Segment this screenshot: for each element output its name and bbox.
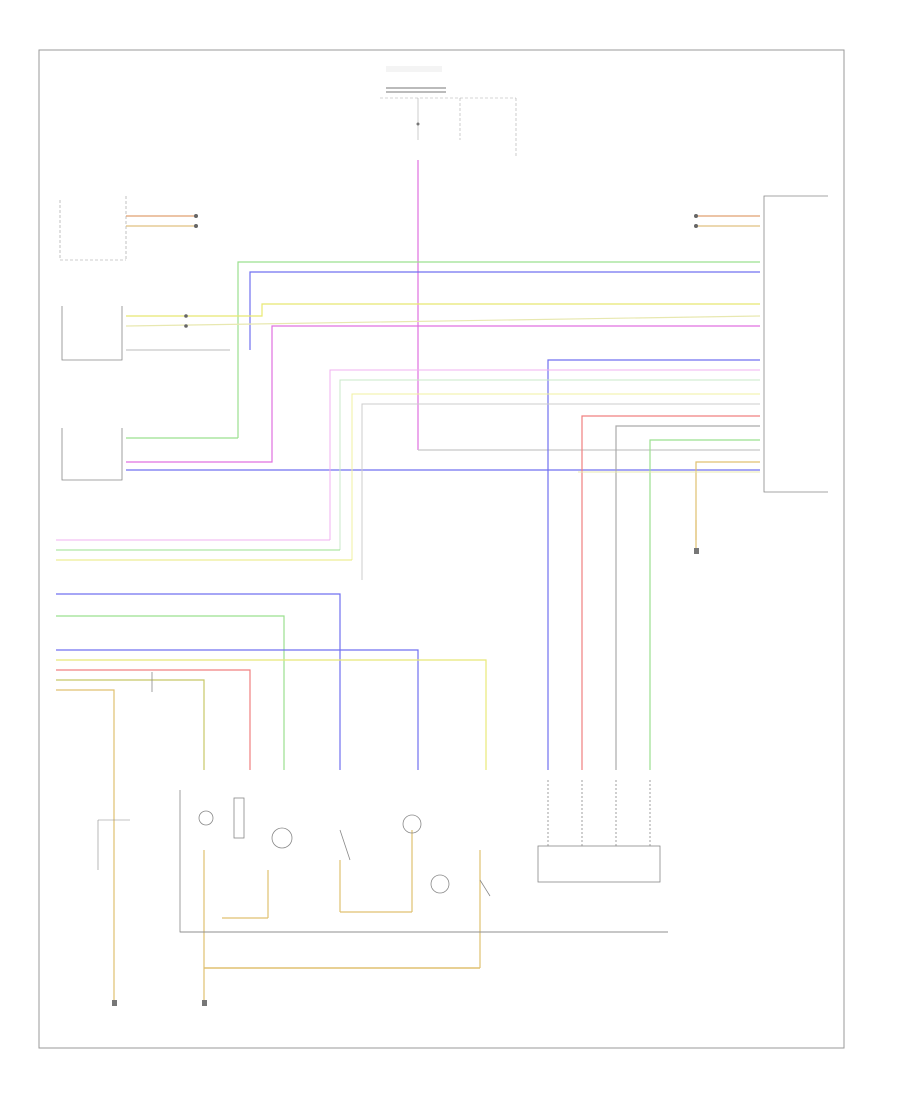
ground-symbols [112,548,699,1006]
left-front-level-sensor [61,428,123,481]
headlamp-switch-assembly [97,790,668,933]
left-rear-level-sensor [61,306,123,361]
headlamp-range-control-module [763,195,828,493]
wires [56,160,761,1000]
diagram-frame [38,49,845,1049]
motor-connector [537,780,661,883]
top-fuse-block [380,66,517,156]
instrument-cluster-connector [59,196,127,261]
connector-dots [184,214,698,328]
